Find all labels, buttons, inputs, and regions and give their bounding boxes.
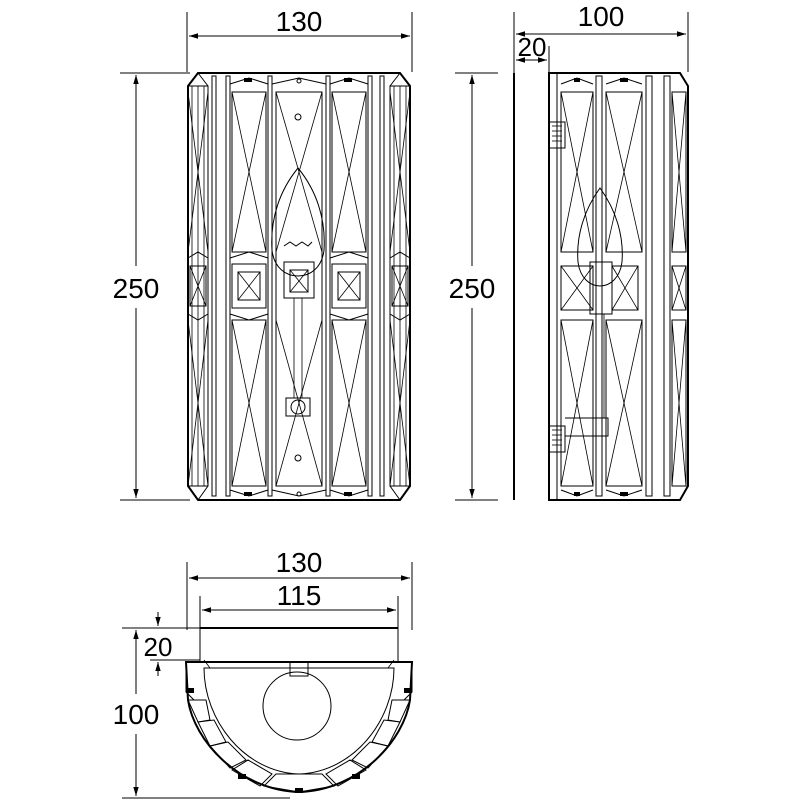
top-depth-label: 100 (113, 699, 160, 730)
side-candle-bulb (577, 187, 623, 418)
top-inner-width-dimension: 115 (199, 580, 399, 630)
side-offset-label: 20 (518, 32, 547, 62)
front-lamp-body (187, 72, 411, 501)
side-depth-dimension: 100 (513, 1, 689, 500)
front-width-dimension: 130 (186, 6, 413, 72)
top-outer-width-dimension: 130 (186, 547, 413, 630)
top-outer-width-label: 130 (276, 547, 323, 578)
top-view: 130 115 20 100 (104, 547, 414, 799)
top-offset-dimension: 20 (144, 612, 398, 676)
top-inner-width-label: 115 (277, 580, 322, 611)
mounting-bracket-top (548, 121, 566, 149)
side-height-dimension: 250 (440, 72, 504, 501)
side-depth-label: 100 (578, 1, 625, 32)
crystal-columns (187, 75, 411, 497)
front-view: 130 250 (104, 6, 413, 501)
top-socket (262, 661, 332, 741)
front-width-label: 130 (276, 6, 323, 37)
mounting-bracket-bottom (548, 417, 609, 453)
front-height-label: 250 (113, 273, 160, 304)
side-height-label: 250 (449, 273, 496, 304)
top-crystal-shade (184, 659, 414, 794)
side-offset-dimension: 20 (516, 32, 550, 72)
front-height-dimension: 250 (104, 72, 190, 501)
side-lamp-body (548, 72, 689, 501)
top-backplate (199, 627, 399, 662)
top-offset-label: 20 (144, 632, 173, 662)
candle-bulb (271, 167, 325, 417)
side-view: 100 20 250 (440, 1, 689, 501)
top-depth-dimension: 100 (104, 627, 290, 799)
